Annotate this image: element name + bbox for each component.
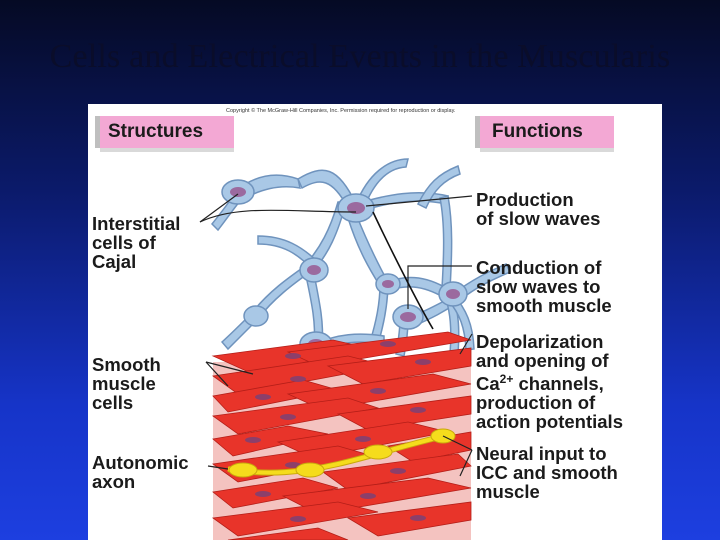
depolarization-line-1: Depolarization <box>476 331 604 352</box>
copyright-notice: Copyright © The McGraw-Hill Companies, I… <box>226 108 456 114</box>
icc-network <box>210 158 512 373</box>
depolarization-function-label: Depolarization and opening of Ca2+ chann… <box>476 332 623 431</box>
depolarization-line-2: and opening of <box>476 350 609 371</box>
autonomic-axon <box>227 428 456 478</box>
slow-waves-function-label: Production of slow waves <box>476 189 601 229</box>
neural-input-function-label: Neural input to ICC and smooth muscle <box>476 443 618 502</box>
muscularis-illustration <box>199 158 512 540</box>
channels-text: channels, <box>513 373 604 395</box>
functions-tab: Functions <box>480 116 614 148</box>
autonomic-axon-label: Autonomic axon <box>92 452 189 492</box>
slide-title: Cells and Electrical Events in the Muscu… <box>49 38 671 75</box>
depolarization-line-4: production of <box>476 392 596 414</box>
conduction-function-label: Conduction of slow waves to smooth muscl… <box>476 257 612 316</box>
leader-lines <box>199 193 473 477</box>
icc-label: Interstitial cells of Cajal <box>92 213 181 272</box>
calcium-charge: 2+ <box>499 372 514 386</box>
smooth-muscle-label: Smooth muscle cells <box>92 354 161 413</box>
structures-tab: Structures <box>100 116 234 148</box>
figure-panel: Copyright © The McGraw-Hill Companies, I… <box>88 104 662 540</box>
smooth-muscle-layer <box>211 331 472 540</box>
calcium-channels-line: Ca2+ channels, <box>476 370 623 393</box>
calcium-symbol: Ca <box>476 373 500 395</box>
depolarization-line-5: action potentials <box>476 411 623 433</box>
